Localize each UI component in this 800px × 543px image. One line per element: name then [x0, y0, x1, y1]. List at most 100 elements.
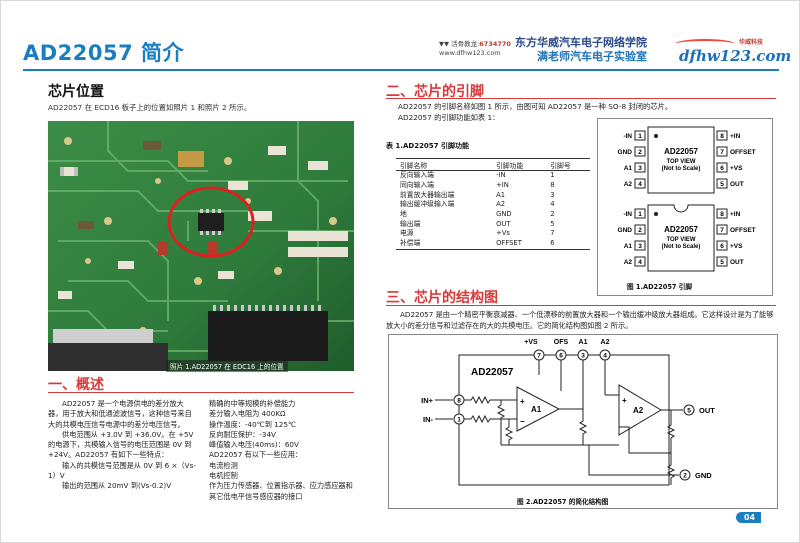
pin-label: -IN: [623, 211, 632, 218]
brand-site: www.dfhw123.com: [439, 49, 501, 57]
pin-number: 2: [550, 210, 555, 219]
overview-para: 输出的范围从 20mV 到(Vs-0.2)V: [62, 481, 172, 491]
brand-name-line2: 满老师汽车电子实验室: [537, 50, 647, 63]
hotline-number: 6734770: [479, 40, 511, 48]
pin-number: 8: [550, 181, 555, 190]
pin-label: -IN: [623, 133, 632, 140]
structure-divider: [386, 305, 776, 306]
pin-num: 8: [720, 211, 724, 218]
pinout-diagram: AD22057 TOP VIEW (Not to Scale) 1-IN 2GN…: [618, 126, 756, 272]
pin-num: 7: [720, 227, 724, 234]
top-num-vs: 7: [537, 353, 541, 360]
pin-name: 同向输入端: [400, 181, 434, 190]
pcb-photo: [48, 121, 354, 371]
pin-label: +VS: [730, 165, 743, 172]
package-scale-label: (Not to Scale): [662, 244, 701, 250]
pin-label: OUT: [730, 181, 744, 188]
pin-name: 补偿端: [396, 238, 493, 250]
overview-para: 供电范围从 +3.0V 到 +36.0V。在 +5V 的电源下，共模输入信号的电…: [48, 429, 194, 460]
pin-num: 6: [720, 165, 724, 172]
top-label-vs: +VS: [524, 339, 538, 346]
structure-desc: AD22057 是由一个精密平衡衰减器、一个低漂移的前置放大器和一个输出缓冲级放…: [386, 309, 776, 331]
inputs: IN+ 8 IN- 1: [421, 394, 465, 425]
pin-number: 7: [550, 229, 555, 238]
pin-name: 电源: [400, 229, 414, 238]
pin-number: 3: [550, 190, 555, 199]
pin-label: OFFSET: [730, 149, 756, 156]
hotline-label: ▼▼ 活骨教龙:: [439, 40, 480, 48]
pin-num: 1: [638, 211, 642, 218]
input-minus-label: IN-: [423, 415, 434, 424]
overview-para: AD22057 是一个电源供电的差分放大器，用于放大和低通滤波信号，这种信号来自…: [48, 399, 192, 429]
overview-item: 电机控制: [209, 471, 238, 481]
diagram-chip-name: AD22057: [471, 367, 514, 378]
pins-desc-line1: AD22057 的引脚名称如图 1 所示，由图可知 AD22057 是一种 SO…: [398, 102, 673, 111]
top-label-ofs: OFS: [554, 339, 569, 346]
pin-function: GND: [496, 210, 512, 219]
out-num: 5: [687, 408, 691, 415]
overview-item: 作为压力传感器、位置指示器、应力感应器和其它低电平信号感应器的接口: [209, 481, 353, 501]
brand-contact: ▼▼ 活骨教龙:6734770 www.dfhw123.com: [439, 40, 511, 58]
amp-a2-plus: +: [622, 396, 627, 405]
out-label: OUT: [699, 406, 715, 415]
pin-label: +IN: [730, 133, 741, 140]
overview-item: 峰值输入电压(40ms)：60V: [209, 440, 299, 450]
block-diagram: AD22057 +VS 7 OFS 6 A1 3 A2 4 IN+ 8 IN- …: [421, 339, 715, 486]
overview-item: 操作温度：-40℃到 125℃: [209, 419, 297, 429]
pin-num: 5: [720, 259, 724, 266]
package-chip-name: AD22057: [664, 225, 698, 234]
pin-num: 2: [638, 149, 642, 156]
col-header: 引脚名称: [396, 157, 493, 172]
pins-divider: [386, 98, 776, 99]
pin-name: 输出端: [400, 219, 421, 228]
pin-num: 8: [720, 133, 724, 140]
pin-function: OUT: [496, 219, 511, 228]
pin-label: A2: [624, 259, 633, 266]
logo-sub: 华威科技: [739, 39, 764, 46]
top-label-a1: A1: [579, 339, 588, 346]
pin-num: 4: [638, 181, 642, 188]
col-header: 引脚号: [546, 157, 590, 172]
overview-col1: AD22057 是一个电源供电的差分放大器，用于放大和低通滤波信号，这种信号来自…: [48, 399, 196, 492]
overview-item: 电流检测: [209, 460, 238, 470]
page-number: 04: [736, 512, 762, 523]
pin-label: +IN: [730, 211, 741, 218]
overview-heading: 一、概述: [48, 377, 104, 393]
pin-num: 2: [638, 227, 642, 234]
overview-divider: [48, 392, 354, 393]
input-plus-label: IN+: [421, 396, 434, 405]
pin-num: 1: [638, 133, 642, 140]
chip-location-heading: 芯片位置: [48, 84, 104, 100]
logo-swoosh-icon: [675, 39, 735, 49]
pins-desc: AD22057 的引脚名称如图 1 所示，由图可知 AD22057 是一种 SO…: [398, 101, 672, 123]
pin-num: 3: [638, 243, 642, 250]
pin-num: 7: [720, 149, 724, 156]
pin-label: OUT: [730, 259, 744, 266]
brand-name: 东方华威汽车电子网络学院 满老师汽车电子实验室: [515, 36, 647, 64]
top-label-a2: A2: [601, 339, 610, 346]
pin-function: A1: [496, 190, 506, 199]
attenuator-resistors: [464, 360, 619, 446]
overview-item: 差分输入电阻为 400KΩ: [209, 409, 286, 419]
amp-a2: + A2: [618, 384, 662, 436]
package-scale-label: (Not to Scale): [662, 166, 701, 172]
amp-a1: + − A1: [516, 386, 561, 432]
overview-item: 精确的中等规模的补偿能力: [209, 399, 296, 408]
logo-text: dfhw123.com: [679, 47, 792, 65]
package-chip-name: AD22057: [664, 147, 698, 156]
package-view-label: TOP VIEW: [666, 159, 695, 165]
pin-num: 5: [720, 181, 724, 188]
pin-table-header: 引脚名称 引脚功能 引脚号: [396, 157, 590, 172]
pin-label: OFFSET: [730, 227, 756, 234]
pin-num: 3: [638, 165, 642, 172]
header-divider: [23, 69, 779, 71]
package-bottom: AD22057 TOP VIEW (Not to Scale) 1-IN 2GN…: [618, 204, 756, 272]
